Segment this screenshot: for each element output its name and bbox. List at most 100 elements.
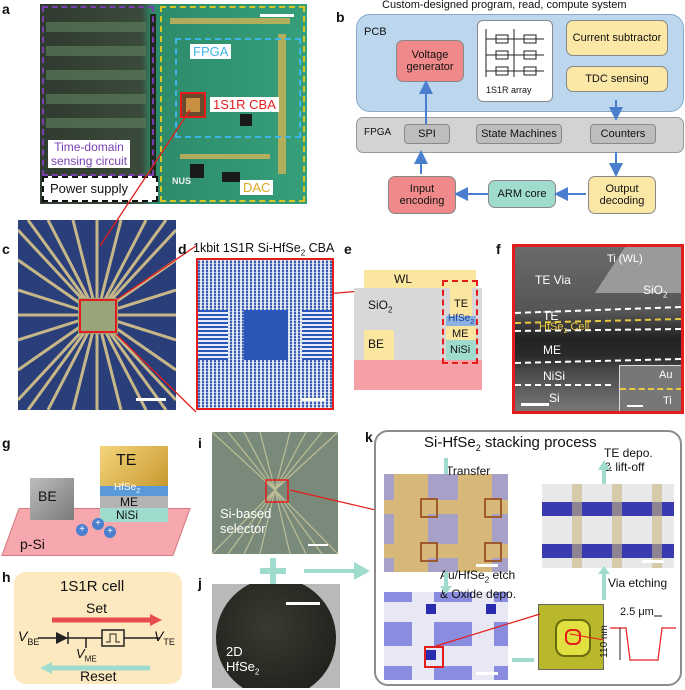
nisi-layer [446,340,476,360]
nisi-f-label: NiSi [543,369,566,383]
scale-bar-c [136,398,166,401]
te-f-label: TE [543,309,559,323]
array-schematic [485,29,544,77]
te-image [542,484,674,568]
cell-diagram: 1S1R cell Set VBE VTE VME Reset [14,572,182,684]
selector-micrograph: Si-based selector [212,432,338,554]
vme-label: VME [76,646,97,664]
voltage-generator-text: Voltage generator [406,49,454,73]
nisi-g-label: NiSi [116,508,139,522]
plus-sign [260,558,286,584]
hfse2-g-text: HfSe [114,482,137,493]
hfse2-cell-post: Cell [567,321,590,333]
panel-label-d: d [178,241,187,257]
hfse2-g-sub: 2 [136,488,141,495]
device-3d-schematic: TE HfSe2 ME NiSi BE p-Si + + + [1,438,191,560]
tdc-box: TDC sensing [566,66,668,92]
carrier-2: + [92,518,104,530]
current-subtractor-text: Current subtractor [572,32,662,44]
be-g-label: BE [38,488,57,504]
ti-label: Ti [663,395,672,407]
time-domain-line2: sensing circuit [51,154,128,168]
transfer-label: Transfer [446,464,491,478]
cba-marker [180,92,206,118]
selector-rays [212,432,338,554]
etch-line1: Au/HfSe [440,568,485,582]
cba-title: 1kbit 1S1R Si-HfSe2 CBA [193,241,334,258]
me-layer [446,326,476,340]
sio2-f-label: SiO2 [643,283,667,299]
process-title-pre: Si-HfSe [424,434,476,451]
psi-label: p-Si [20,536,45,552]
process-title-sub: 2 [475,443,481,453]
wl-label: WL [394,272,412,286]
wl-layer [364,270,476,288]
chip-micrograph [18,220,176,410]
hfse2-layer [446,316,476,326]
panel-label-a: a [2,1,10,17]
scale-bar-k1 [476,564,498,567]
cba-title-sub: 2 [300,248,306,258]
sio2-text: SiO [368,298,389,312]
panel-label-i: i [198,435,202,451]
state-machines-box: State Machines [476,124,562,144]
wafer-photo: 2D HfSe2 [212,584,340,688]
te-via-label: TE Via [535,273,571,287]
time-domain-label: Time-domain sensing circuit [48,140,131,168]
panel-label-g: g [2,435,11,451]
hfse2-cell-sub: 2 [563,328,568,336]
te-block [100,446,168,486]
sio2-sub: 2 [388,305,393,315]
cba-title-pre: 1kbit 1S1R Si-HfSe [193,241,301,255]
cell-circuit [38,614,162,674]
dac-frame [160,6,305,202]
time-domain-line1: Time-domain [54,140,124,154]
hfse2-cell-text: HfSe [539,321,564,333]
system-title: Custom-designed program, read, compute s… [382,0,627,11]
spi-box: SPI [404,124,450,144]
nisi-label: NiSi [450,344,471,356]
power-frame [42,176,158,202]
array-label: 1S1R array [486,85,532,95]
carrier-3: + [104,526,116,538]
selector-line1: Si-based [220,506,272,521]
me-f-label: ME [543,343,561,357]
me-block [100,496,168,508]
via-zoom [538,604,604,670]
fpga-frame [175,38,301,138]
si-label: Si [549,391,560,405]
scale-bar-d [302,398,326,401]
scale-bar-k3 [642,560,664,563]
etch-sub: 2 [484,575,490,585]
input-encoding-box: Input encoding [388,176,456,214]
fpga-block-label: FPGA [364,127,392,138]
pcb-photo: FPGA 1S1R CBA Time-domain sensing circui… [40,4,307,204]
selector-line2: selector [220,521,266,536]
hfse2-g-label: HfSe2 [114,482,140,495]
cba-micrograph [196,258,334,410]
profile-width-label: 2.5 μm [620,606,654,618]
wafer-line1: 2D [226,644,243,659]
vte-label: VTE [154,628,175,647]
vte-text: V [154,628,164,644]
hfse2-label: HfSe2 [448,313,474,326]
nus-logo-text: NUS [172,176,192,186]
au-inset [619,365,681,411]
scale-bar-j [286,602,320,605]
be-block [30,478,74,520]
state-machines-text: State Machines [481,128,557,140]
au-label: Au [659,369,673,381]
counters-text: Counters [600,128,646,140]
be-layer [364,330,394,360]
vbe-label: VBE [18,628,39,647]
process-title-post: stacking process [480,434,597,451]
te-depo-label: TE depo. & lift-off [604,446,653,474]
hfse2-cell-label: HfSe2 Cell [539,321,589,335]
cross-section-schematic: WL SiO2 TE HfSe2 ME BE NiSi [354,270,482,390]
array-box: 1S1R array [477,20,553,102]
te-depo-line2: & lift-off [604,460,645,474]
process-title: Si-HfSe2 stacking process [424,434,597,453]
current-subtractor-box: Current subtractor [566,20,668,56]
scale-bar-f-inset [627,405,643,407]
